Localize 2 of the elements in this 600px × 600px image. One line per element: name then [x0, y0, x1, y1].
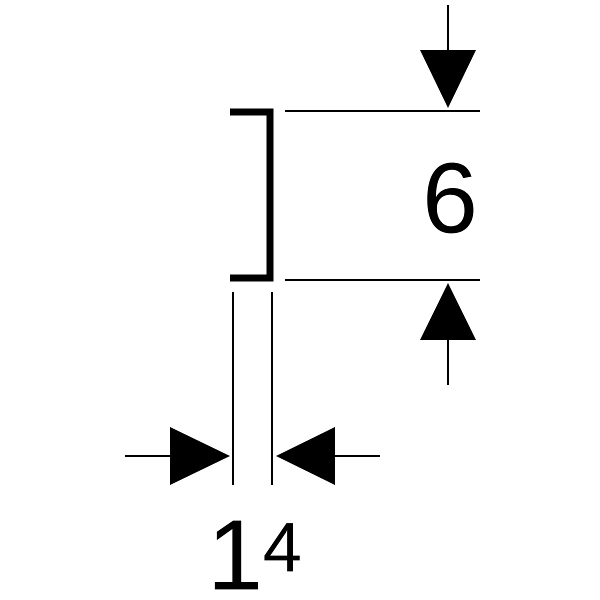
- dimension-label: 1$^{4}$: [214, 520, 300, 590]
- dimension-label: 6: [427, 162, 474, 234]
